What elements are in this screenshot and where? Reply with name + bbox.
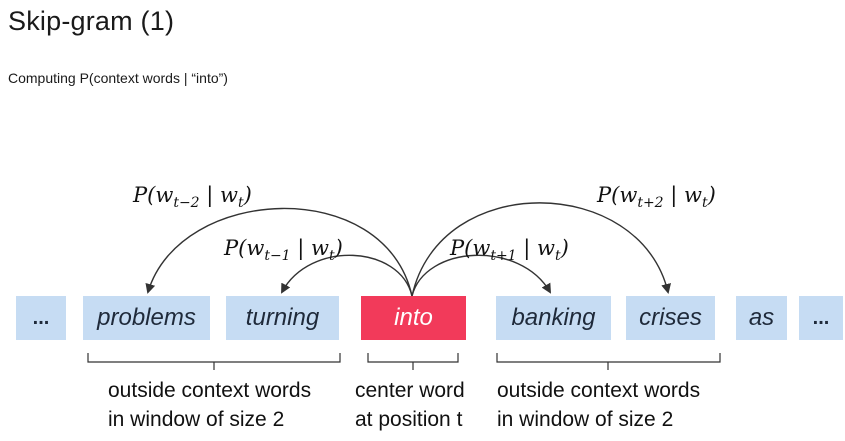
center-word-line1: center word [355, 379, 465, 402]
arrow-to-crises [411, 202, 671, 297]
slide-subtitle: Computing P(context words | “into”) [8, 70, 228, 86]
left-context-line2: in window of size 2 [108, 408, 285, 431]
center-word-description: center word at position t [355, 376, 465, 434]
left-context-description: outside context words in window of size … [108, 376, 311, 434]
word-banking: banking [496, 296, 611, 340]
brace-right [496, 353, 721, 370]
right-context-description: outside context words in window of size … [497, 376, 700, 434]
word-crises: crises [626, 296, 715, 340]
brace-left [87, 353, 341, 370]
arrow-to-banking [411, 254, 552, 297]
center-word-line2: at position t [355, 408, 463, 431]
word-ellipsis-left: ... [16, 296, 66, 340]
prob-t-minus-1: P(wt−1 | wt) [224, 236, 343, 265]
prob-t-plus-1: P(wt+1 | wt) [450, 236, 569, 265]
word-ellipsis-right: ... [799, 296, 843, 340]
slide-title: Skip-gram (1) [8, 6, 175, 36]
word-turning: turning [226, 296, 339, 340]
brace-center [367, 353, 459, 370]
word-as: as [736, 296, 787, 340]
word-center-into: into [361, 296, 466, 340]
left-context-line1: outside context words [108, 379, 312, 402]
right-context-line2: in window of size 2 [497, 408, 674, 431]
right-context-line1: outside context words [497, 379, 701, 402]
prob-t-plus-2: P(wt+2 | wt) [597, 183, 716, 212]
word-problems: problems [83, 296, 210, 340]
arrow-to-problems [145, 207, 413, 297]
arrow-to-turning [281, 254, 413, 297]
prob-t-minus-2: P(wt−2 | wt) [133, 183, 252, 212]
